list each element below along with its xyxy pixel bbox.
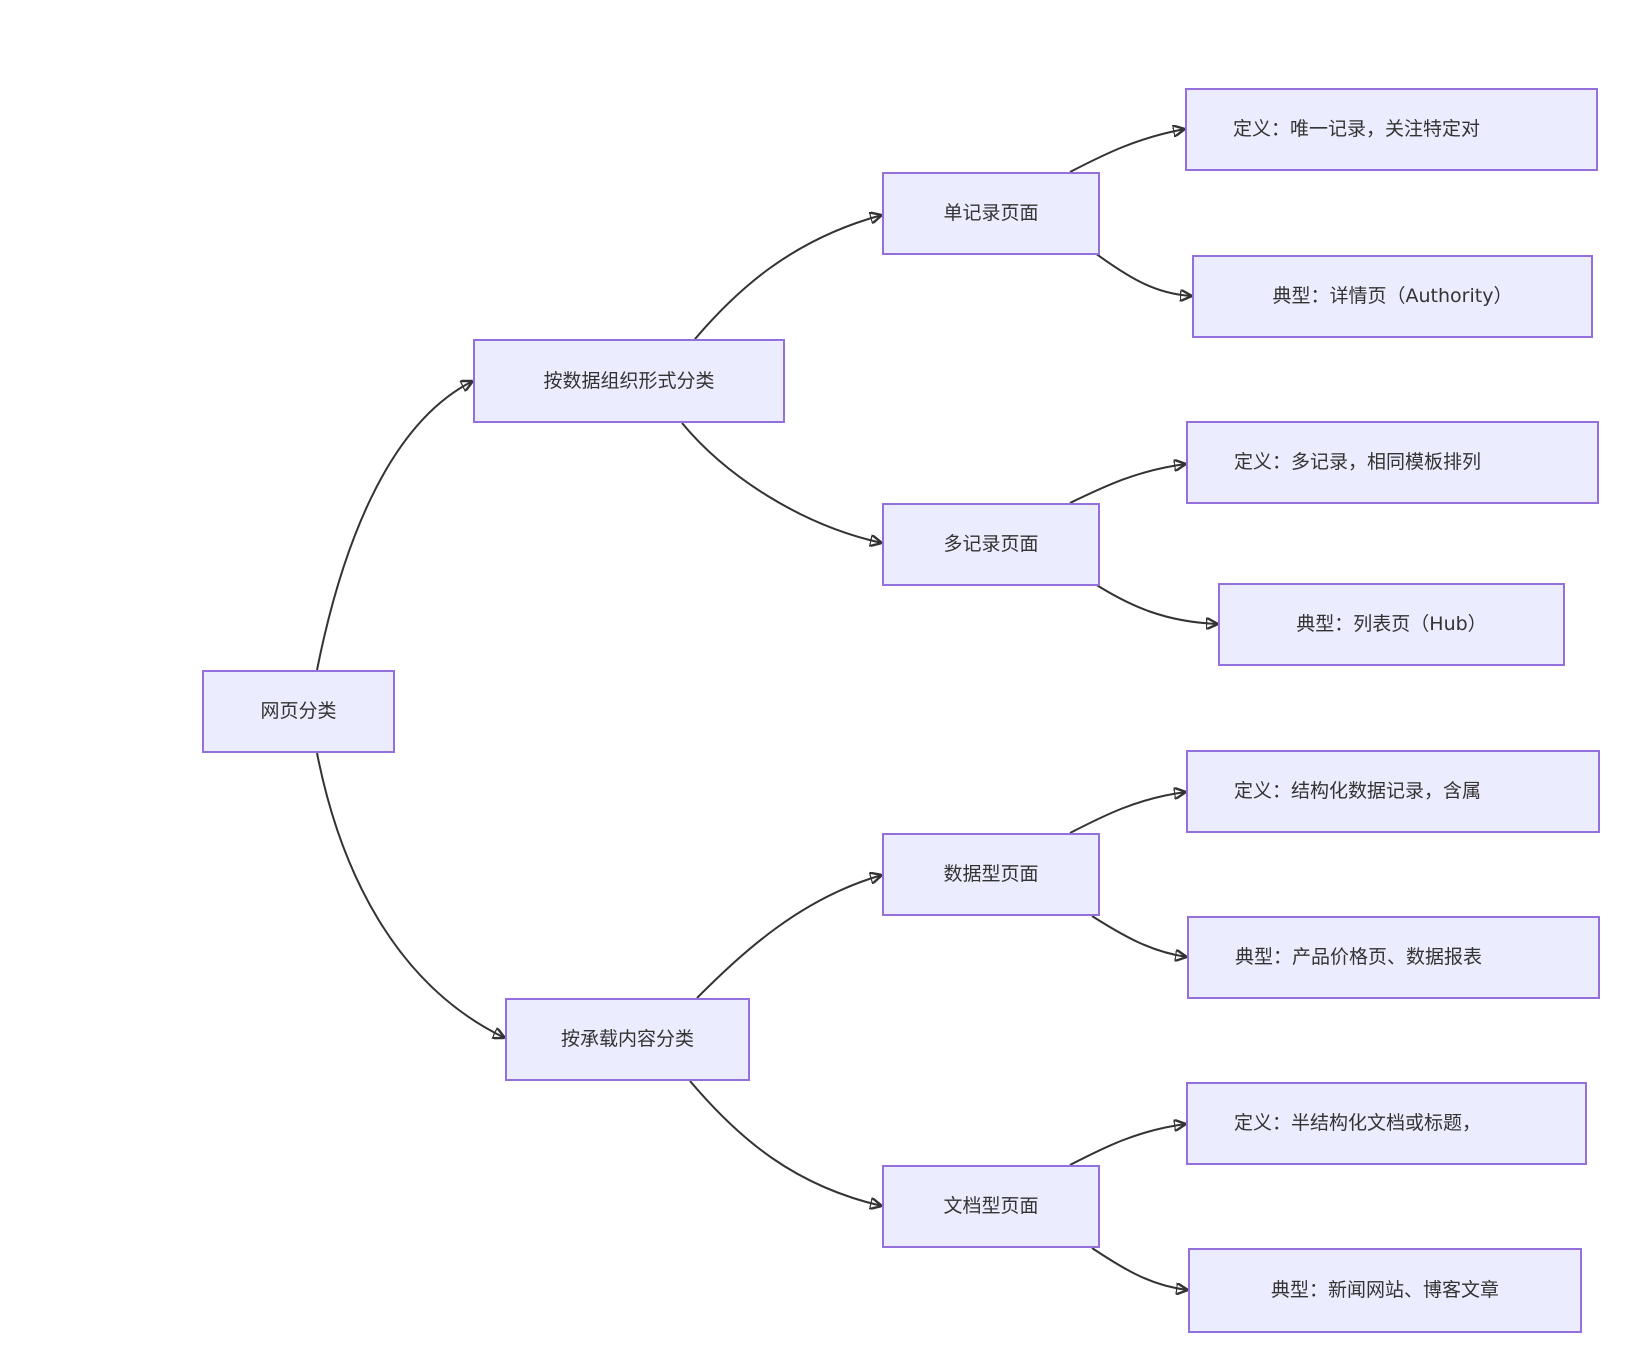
node-doc-typical-label: 典型：新闻网站、博客文章 (1270, 1279, 1499, 1302)
node-multi-def: 定义：多记录，相同模板排列 (1186, 421, 1599, 504)
node-single-typical-label: 典型：详情页（Authority） (1272, 285, 1513, 308)
node-data-typical: 典型：产品价格页、数据报表 (1187, 916, 1600, 999)
edge-multi-record-to-multi-typical (1094, 583, 1218, 624)
node-document-page: 文档型页面 (882, 1165, 1100, 1248)
node-single-def: 定义：唯一记录，关注特定对 (1185, 88, 1598, 171)
node-single-record: 单记录页面 (882, 172, 1100, 255)
node-data-page: 数据型页面 (882, 833, 1100, 916)
edge-single-record-to-single-def (1069, 129, 1185, 173)
node-doc-def-label: 定义：半结构化文档或标题， (1234, 1112, 1482, 1135)
node-root: 网页分类 (202, 670, 395, 753)
edge-root-to-by-content (316, 752, 505, 1038)
node-by-content-label: 按承载内容分类 (560, 1028, 694, 1051)
edge-by-content-to-document-page (689, 1080, 882, 1206)
node-data-def-label: 定义：结构化数据记录，含属 (1234, 780, 1482, 803)
node-multi-record-label: 多记录页面 (943, 533, 1039, 556)
edge-data-page-to-data-typical (1091, 915, 1187, 957)
node-data-page-label: 数据型页面 (943, 863, 1039, 886)
edge-document-page-to-doc-typical (1091, 1247, 1188, 1290)
edge-by-content-to-data-page (696, 875, 882, 999)
edge-document-page-to-doc-def (1069, 1124, 1186, 1166)
node-by-content: 按承载内容分类 (505, 998, 750, 1081)
node-data-typical-label: 典型：产品价格页、数据报表 (1235, 946, 1483, 969)
node-multi-def-label: 定义：多记录，相同模板排列 (1234, 451, 1482, 474)
edge-by-data-org-to-single-record (694, 215, 882, 340)
edge-data-page-to-data-def (1069, 792, 1186, 834)
node-single-record-label: 单记录页面 (943, 202, 1039, 225)
node-root-label: 网页分类 (260, 700, 337, 723)
node-single-typical: 典型：详情页（Authority） (1192, 255, 1593, 338)
node-document-page-label: 文档型页面 (943, 1195, 1039, 1218)
node-multi-typical: 典型：列表页（Hub） (1218, 583, 1565, 666)
node-single-def-label: 定义：唯一记录，关注特定对 (1233, 118, 1481, 141)
node-multi-record: 多记录页面 (882, 503, 1100, 586)
node-data-def: 定义：结构化数据记录，含属 (1186, 750, 1600, 833)
node-doc-def: 定义：半结构化文档或标题， (1186, 1082, 1587, 1165)
node-by-data-org-label: 按数据组织形式分类 (543, 369, 715, 392)
node-multi-typical-label: 典型：列表页（Hub） (1296, 613, 1487, 636)
edge-root-to-by-data-org (316, 381, 473, 671)
edge-by-data-org-to-multi-record (681, 422, 882, 543)
edge-single-record-to-single-typical (1094, 252, 1192, 296)
node-by-data-org: 按数据组织形式分类 (473, 339, 785, 423)
node-doc-typical: 典型：新闻网站、博客文章 (1188, 1248, 1582, 1333)
edge-multi-record-to-multi-def (1069, 464, 1186, 504)
